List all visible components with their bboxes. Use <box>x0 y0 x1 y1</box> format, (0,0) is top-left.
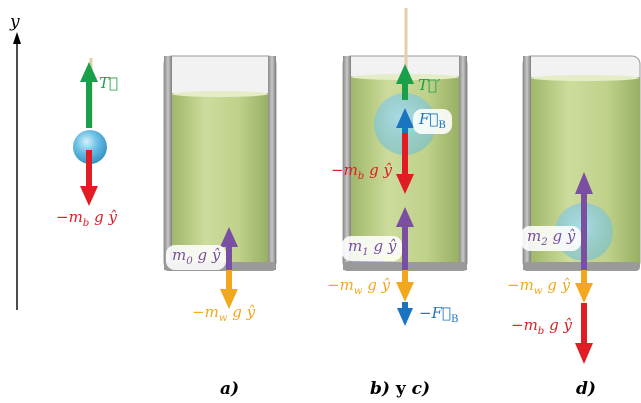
axis-y-label: y <box>10 12 20 32</box>
tension-label-bc: T⃗′ <box>418 76 441 94</box>
caption-d: d) <box>576 379 596 399</box>
ball-weight-label-bc: −mb g ŷ <box>331 161 392 182</box>
liquid-weight-label-bc: −mw g ŷ <box>327 276 391 297</box>
beaker-a <box>163 55 277 271</box>
scale-force-label-a: m0 g ŷ <box>166 245 227 271</box>
ball-weight-label-d: −mb g ŷ <box>511 316 572 337</box>
scale-force-label-bc: m1 g ŷ <box>342 236 403 262</box>
buoyant-label-bc: F⃗B <box>413 109 452 135</box>
panel-d <box>522 55 641 364</box>
caption-a: a) <box>220 379 240 399</box>
panel-bc <box>342 8 468 326</box>
liquid-weight-label-a: −mw g ŷ <box>192 303 256 324</box>
caption-bc: b) y c) <box>370 379 431 399</box>
liquid-weight-label-d: −mw g ŷ <box>507 276 571 297</box>
ball-weight-label-a: −mb g ŷ <box>56 208 117 229</box>
y-axis <box>13 32 21 310</box>
panel-a <box>73 55 277 309</box>
scale-force-label-d: m2 g ŷ <box>521 226 582 252</box>
tension-label-a: T⃗ <box>99 74 119 92</box>
buoyant-reaction-label-bc: −F⃗B <box>419 304 459 325</box>
hanging-ball <box>73 130 107 164</box>
